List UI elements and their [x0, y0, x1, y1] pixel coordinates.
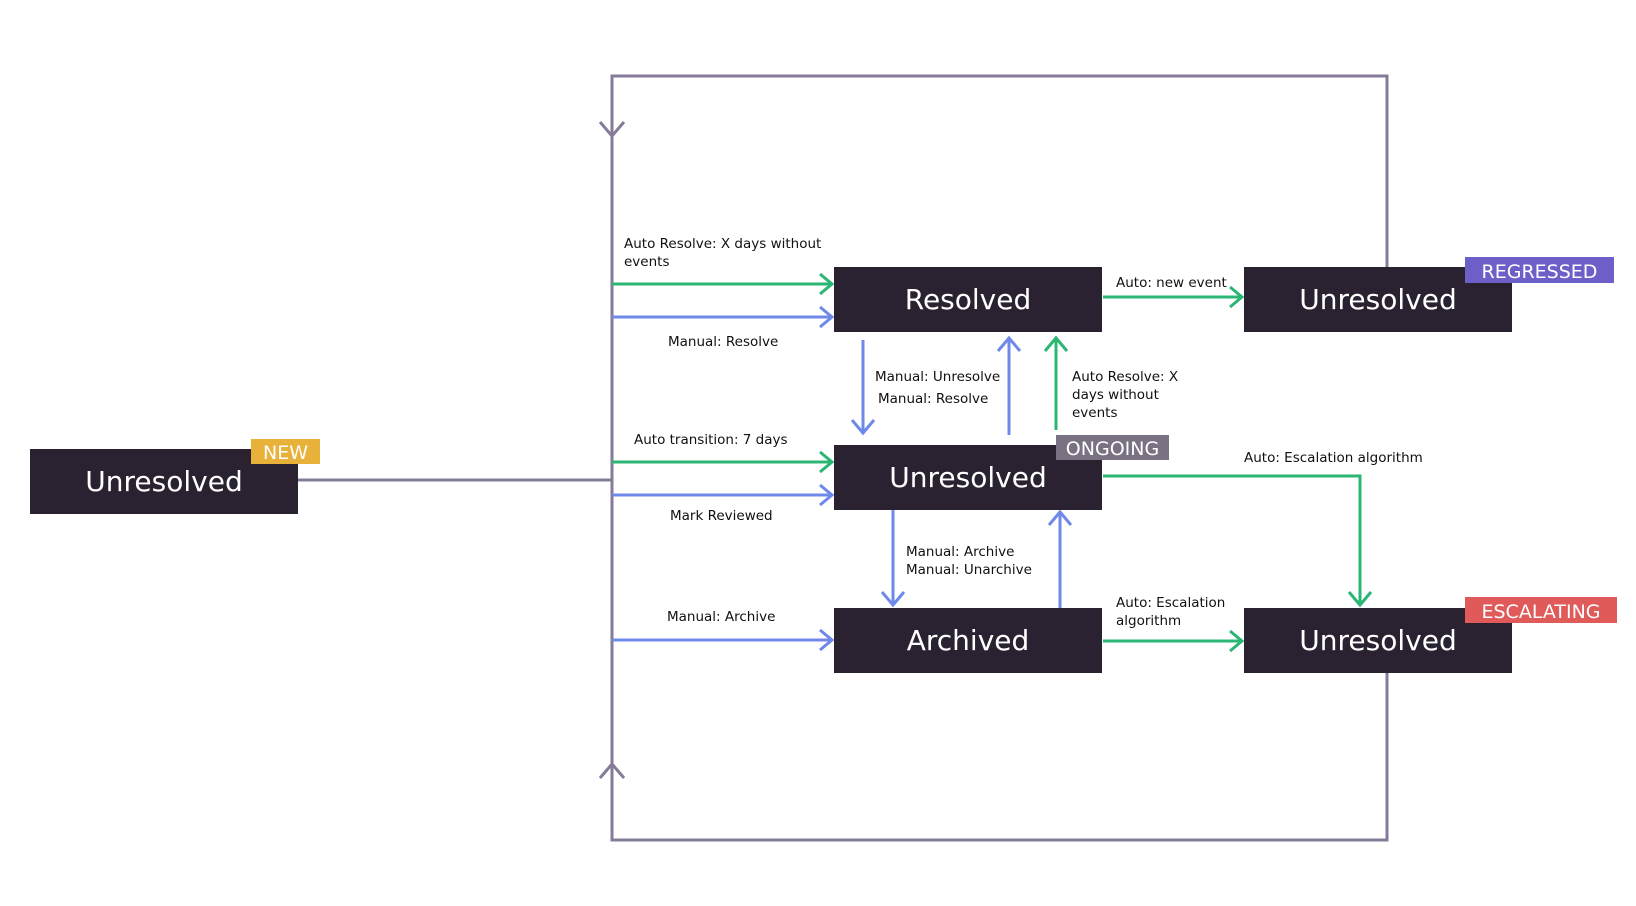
arrow-auto-escalation-top — [1103, 474, 1362, 604]
arrowhead-manual-resolve-top — [819, 305, 835, 329]
label-auto-resolve-top-line1: Auto Resolve: X days without — [624, 236, 821, 252]
frame-arrowhead-up — [598, 761, 626, 779]
label-manual-resolve-mid: Manual: Resolve — [878, 391, 988, 407]
arrowhead-manual-archive-left — [819, 628, 835, 652]
badge-regressed: REGRESSED — [1465, 257, 1614, 283]
label-auto-transition: Auto transition: 7 days — [634, 432, 788, 448]
label-auto-escalation-top: Auto: Escalation algorithm — [1244, 450, 1423, 466]
arrowhead-manual-unresolve — [850, 419, 876, 436]
arrowhead-auto-escalation-bottom — [1229, 629, 1245, 653]
label-auto-new-event: Auto: new event — [1116, 275, 1227, 291]
badge-label: ONGOING — [1066, 438, 1159, 460]
label-auto-escalation-bottom-line2: algorithm — [1116, 613, 1181, 629]
label-auto-resolve-mid-line1: Auto Resolve: X — [1072, 369, 1178, 385]
arrowhead-auto-escalation-top — [1347, 591, 1373, 608]
node-label: Unresolved — [1299, 283, 1456, 316]
badge-label: REGRESSED — [1482, 261, 1598, 283]
label-mark-reviewed: Mark Reviewed — [670, 508, 773, 524]
badge-escalating: ESCALATING — [1465, 597, 1617, 623]
arrowhead-manual-unarchive — [1047, 509, 1073, 526]
badge-label: NEW — [263, 442, 308, 464]
arrowhead-manual-resolve-mid — [996, 335, 1022, 352]
node-ongoing-unresolved[interactable]: Unresolved — [834, 445, 1102, 510]
node-regressed-unresolved[interactable]: Unresolved — [1244, 267, 1512, 332]
outer-loop-frame — [298, 74, 1389, 842]
arrowhead-auto-resolve-top — [819, 272, 835, 296]
node-label: Unresolved — [1299, 624, 1456, 657]
label-manual-resolve-top: Manual: Resolve — [668, 334, 778, 350]
arrowhead-auto-transition — [819, 450, 835, 474]
frame-arrowhead-down — [598, 121, 626, 139]
middle-arrows — [850, 335, 1073, 608]
badge-ongoing: ONGOING — [1056, 435, 1169, 460]
node-label: Unresolved — [85, 465, 242, 498]
label-manual-unarchive: Manual: Unarchive — [906, 562, 1032, 578]
label-auto-resolve-mid-line2: days without — [1072, 387, 1159, 403]
badge-new: NEW — [251, 439, 320, 464]
label-manual-unresolve: Manual: Unresolve — [875, 369, 1000, 385]
badge-label: ESCALATING — [1481, 601, 1600, 623]
label-manual-archive-mid: Manual: Archive — [906, 544, 1014, 560]
arrowhead-manual-archive-mid — [880, 591, 906, 608]
arrowhead-auto-resolve-mid — [1043, 335, 1069, 352]
node-label: Archived — [907, 624, 1030, 657]
node-label: Unresolved — [889, 461, 1046, 494]
arrowhead-auto-new-event — [1229, 285, 1245, 309]
entry-arrows — [612, 272, 835, 652]
node-resolved[interactable]: Resolved — [834, 267, 1102, 332]
node-label: Resolved — [905, 283, 1032, 316]
arrowhead-mark-reviewed — [819, 483, 835, 507]
node-archived[interactable]: Archived — [834, 608, 1102, 673]
label-auto-escalation-bottom-line1: Auto: Escalation — [1116, 595, 1225, 611]
label-manual-archive-left: Manual: Archive — [667, 609, 775, 625]
frame-bottom-segment — [610, 670, 1389, 842]
label-auto-resolve-top-line2: events — [624, 254, 669, 270]
right-arrows — [1103, 285, 1373, 653]
frame-top-segment — [610, 74, 1389, 267]
node-new-unresolved[interactable]: Unresolved — [30, 449, 298, 514]
label-auto-resolve-mid-line3: events — [1072, 405, 1117, 421]
edge-labels: Auto Resolve: X days without events Manu… — [624, 236, 1423, 629]
